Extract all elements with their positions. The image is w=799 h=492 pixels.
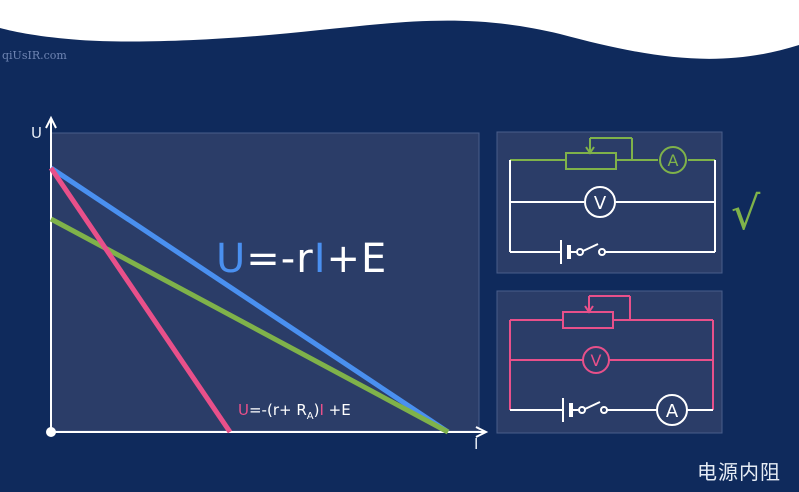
equation-main-mid: =-r (246, 236, 314, 282)
equation-main-u: U (216, 236, 247, 282)
watermark: qiUsIR.com (2, 49, 67, 62)
x-axis-label: I (474, 435, 479, 453)
y-axis-label: U (31, 124, 42, 142)
equation-main-end: +E (326, 236, 388, 282)
y-axis-arrow (45, 115, 57, 129)
x-axis-arrow (475, 426, 489, 438)
corner-title: 电源内阻 (697, 460, 781, 484)
pink-line (48, 166, 233, 434)
green-line (49, 216, 450, 435)
circuit-top-ammeter (659, 146, 687, 174)
circuit-top: A V (496, 131, 723, 274)
equation-main: U=-rI+E (216, 236, 387, 282)
circuit-top-voltmeter (584, 186, 616, 218)
origin-dot (46, 427, 56, 437)
graph-panel (50, 132, 480, 432)
equation-small-mid: =-(r+ R (248, 401, 307, 419)
equation-small-end: +E (323, 401, 351, 419)
circuit-bottom-voltmeter (582, 346, 610, 374)
equation-small-i: I (319, 401, 324, 419)
circuit-top-ammeter-label: A (668, 151, 679, 170)
equation-small-u: U (238, 401, 249, 419)
check-mark-icon: √ (731, 186, 761, 240)
circuit-bottom-voltmeter-label: V (591, 351, 602, 370)
circuit-bottom-ammeter (656, 394, 688, 426)
circuit-top-voltmeter-label: V (594, 193, 607, 214)
circuit-bottom-ammeter-label: A (666, 401, 679, 422)
blue-line (49, 165, 450, 435)
equation-small: U=-(r+ RA)I +E (238, 401, 351, 422)
top-wave (0, 0, 799, 59)
circuit-bottom: V A (496, 290, 723, 434)
equation-small-sub: A (306, 411, 314, 422)
equation-small-close: ) (313, 401, 320, 419)
equation-main-i: I (313, 236, 327, 282)
